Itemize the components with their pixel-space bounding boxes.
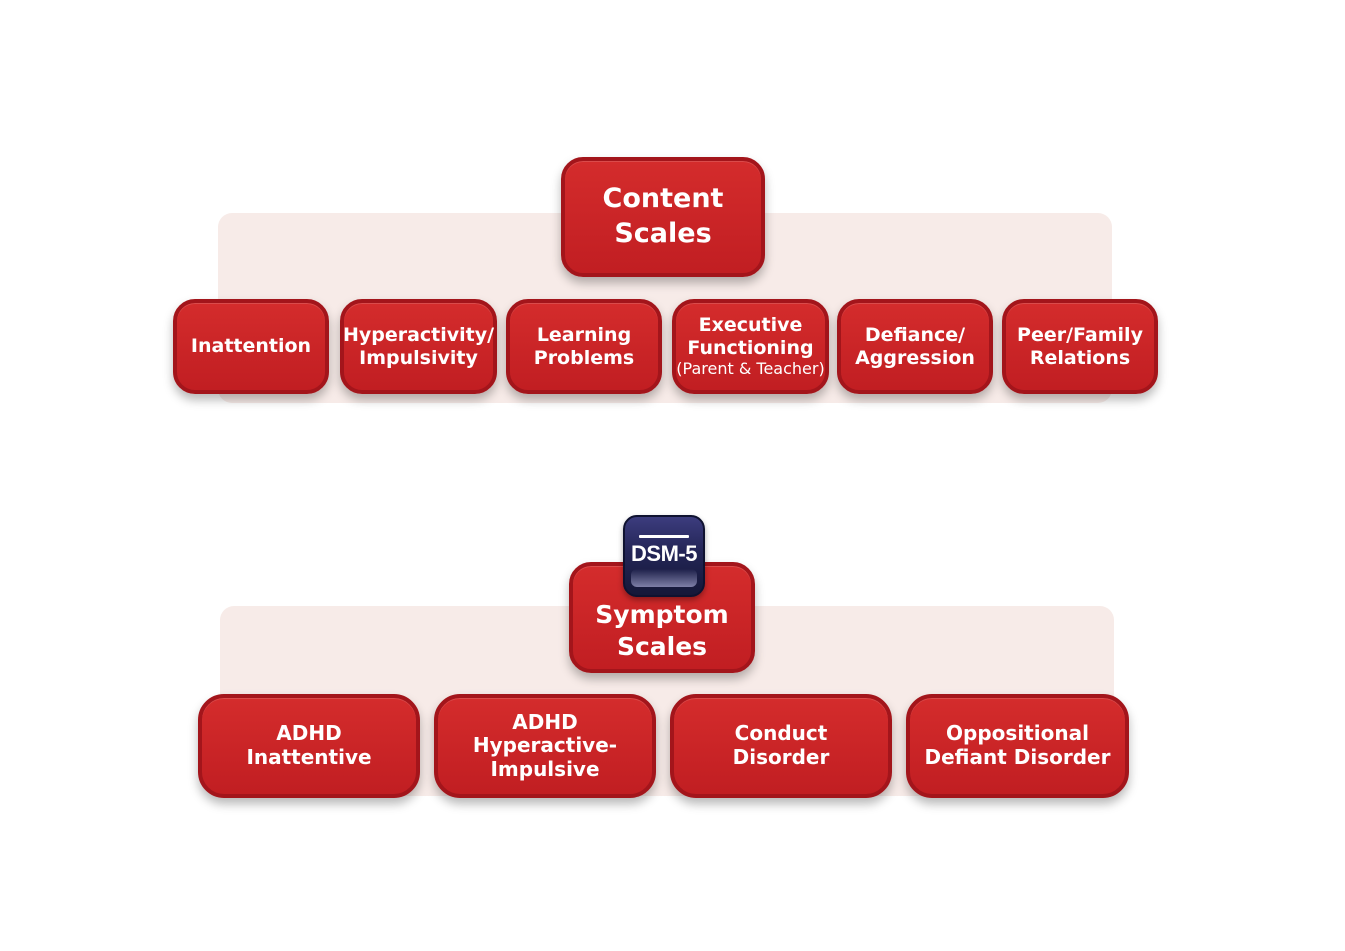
content-scale-note: (Parent & Teacher) (676, 358, 825, 378)
symptom-scale-label: Inattentive (246, 745, 372, 769)
content-scale-label: Functioning (687, 336, 814, 359)
content-scale-peer-family-relations: Peer/Family Relations (1002, 299, 1158, 394)
content-scale-label: Peer/Family (1017, 324, 1143, 347)
symptom-scale-label: Oppositional (946, 721, 1089, 746)
symptom-scale-label: Disorder (732, 745, 830, 769)
symptom-scale-label: Impulsive (490, 756, 600, 781)
content-scales-title-line-2: Scales (614, 218, 712, 249)
content-scale-label: Relations (1029, 346, 1131, 369)
badge-label: DSM-5 (631, 541, 697, 566)
symptom-scale-conduct-disorder: Conduct Disorder (670, 694, 892, 798)
symptom-scales-title-line-2: Scales (616, 631, 708, 661)
badge-shine (631, 569, 697, 587)
symptom-scale-adhd-hyperactive-impulsive: ADHD Hyperactive- Impulsive (434, 694, 656, 798)
content-scales-title-line-1: Content (602, 183, 724, 215)
symptom-scales-title-line-1: Symptom (595, 599, 729, 629)
symptom-scale-label: Hyperactive- (472, 733, 618, 758)
content-scale-inattention: Inattention (173, 299, 329, 394)
content-scale-label: Problems (533, 346, 635, 369)
content-scale-hyperactivity-impulsivity: Hyperactivity/ Impulsivity (340, 299, 497, 394)
content-scale-label: Defiance/ (864, 324, 966, 347)
content-scale-label: Learning (536, 324, 632, 347)
content-scale-defiance-aggression: Defiance/ Aggression (837, 299, 993, 394)
symptom-scale-oppositional-defiant-disorder: Oppositional Defiant Disorder (906, 694, 1129, 798)
content-scale-learning-problems: Learning Problems (506, 299, 662, 394)
symptom-scale-label: Defiant Disorder (924, 745, 1111, 769)
content-scale-label: Inattention (190, 335, 312, 358)
badge-bar (639, 535, 689, 538)
symptom-scale-label: ADHD (512, 709, 578, 734)
content-scale-label: Hyperactivity/ (342, 324, 495, 347)
content-scales-title-box: Content Scales (561, 157, 765, 277)
symptom-scale-label: ADHD (276, 721, 342, 746)
symptom-scale-label: Conduct (734, 721, 828, 746)
content-scale-label: Impulsivity (359, 346, 478, 369)
symptom-scale-adhd-inattentive: ADHD Inattentive (198, 694, 420, 798)
content-scale-label: Aggression (855, 346, 975, 369)
content-scale-executive-functioning: Executive Functioning (Parent & Teacher) (672, 299, 829, 394)
content-scale-label: Executive (698, 314, 803, 337)
symptom-scales-title-box: Symptom Scales (569, 562, 755, 673)
dsm-5-badge-icon: DSM-5 (623, 515, 705, 597)
